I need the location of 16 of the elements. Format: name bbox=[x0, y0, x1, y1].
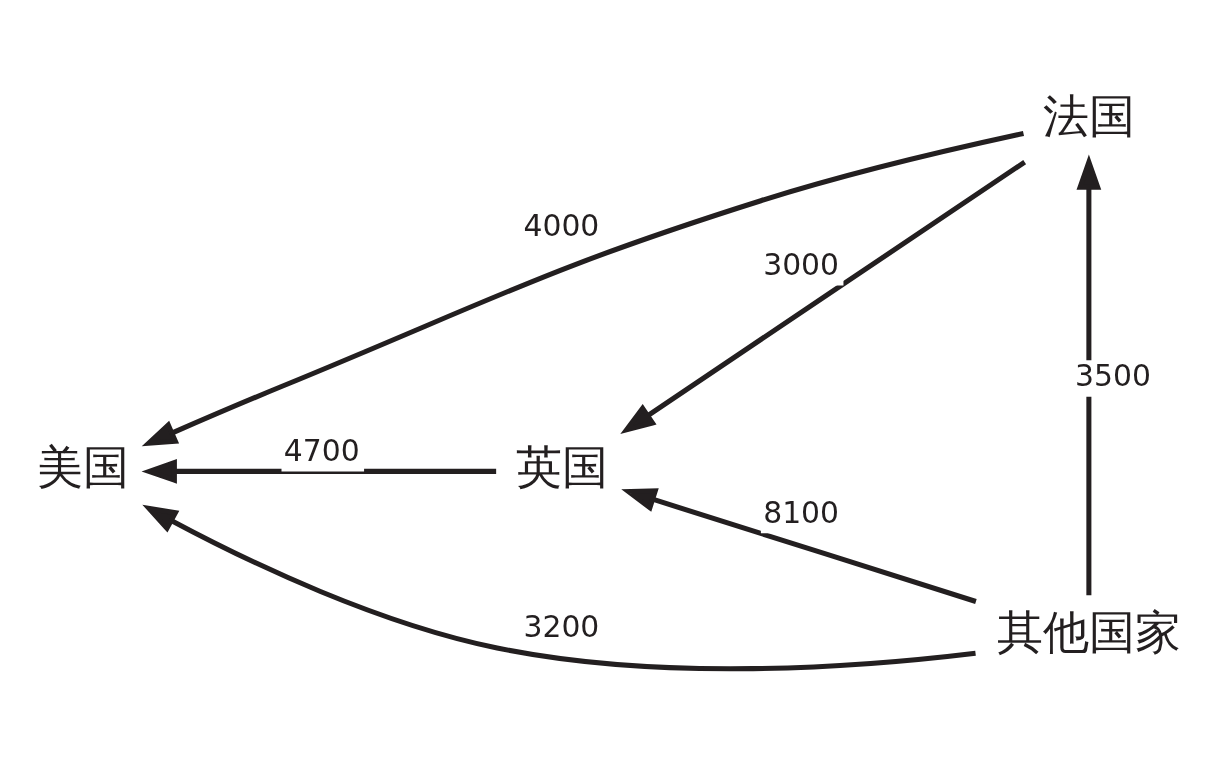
node-text: 其他国家 bbox=[996, 605, 1181, 660]
arrow bbox=[141, 459, 497, 484]
arrow bbox=[1076, 154, 1102, 596]
edge-label: 3500 bbox=[1075, 358, 1151, 394]
arrow bbox=[620, 160, 1027, 435]
node-text: 法国 bbox=[1042, 88, 1135, 143]
edge-label: 8100 bbox=[763, 494, 840, 530]
edge-label: 3000 bbox=[763, 247, 840, 283]
arrow bbox=[142, 504, 976, 672]
arrow bbox=[141, 131, 1025, 447]
node-text: 英国 bbox=[516, 439, 609, 494]
node-text: 美国 bbox=[37, 439, 130, 494]
edge-label: 4000 bbox=[523, 208, 600, 244]
edge-label: 3200 bbox=[523, 609, 600, 645]
arrow bbox=[621, 488, 977, 604]
edge-label: 4700 bbox=[283, 432, 360, 468]
